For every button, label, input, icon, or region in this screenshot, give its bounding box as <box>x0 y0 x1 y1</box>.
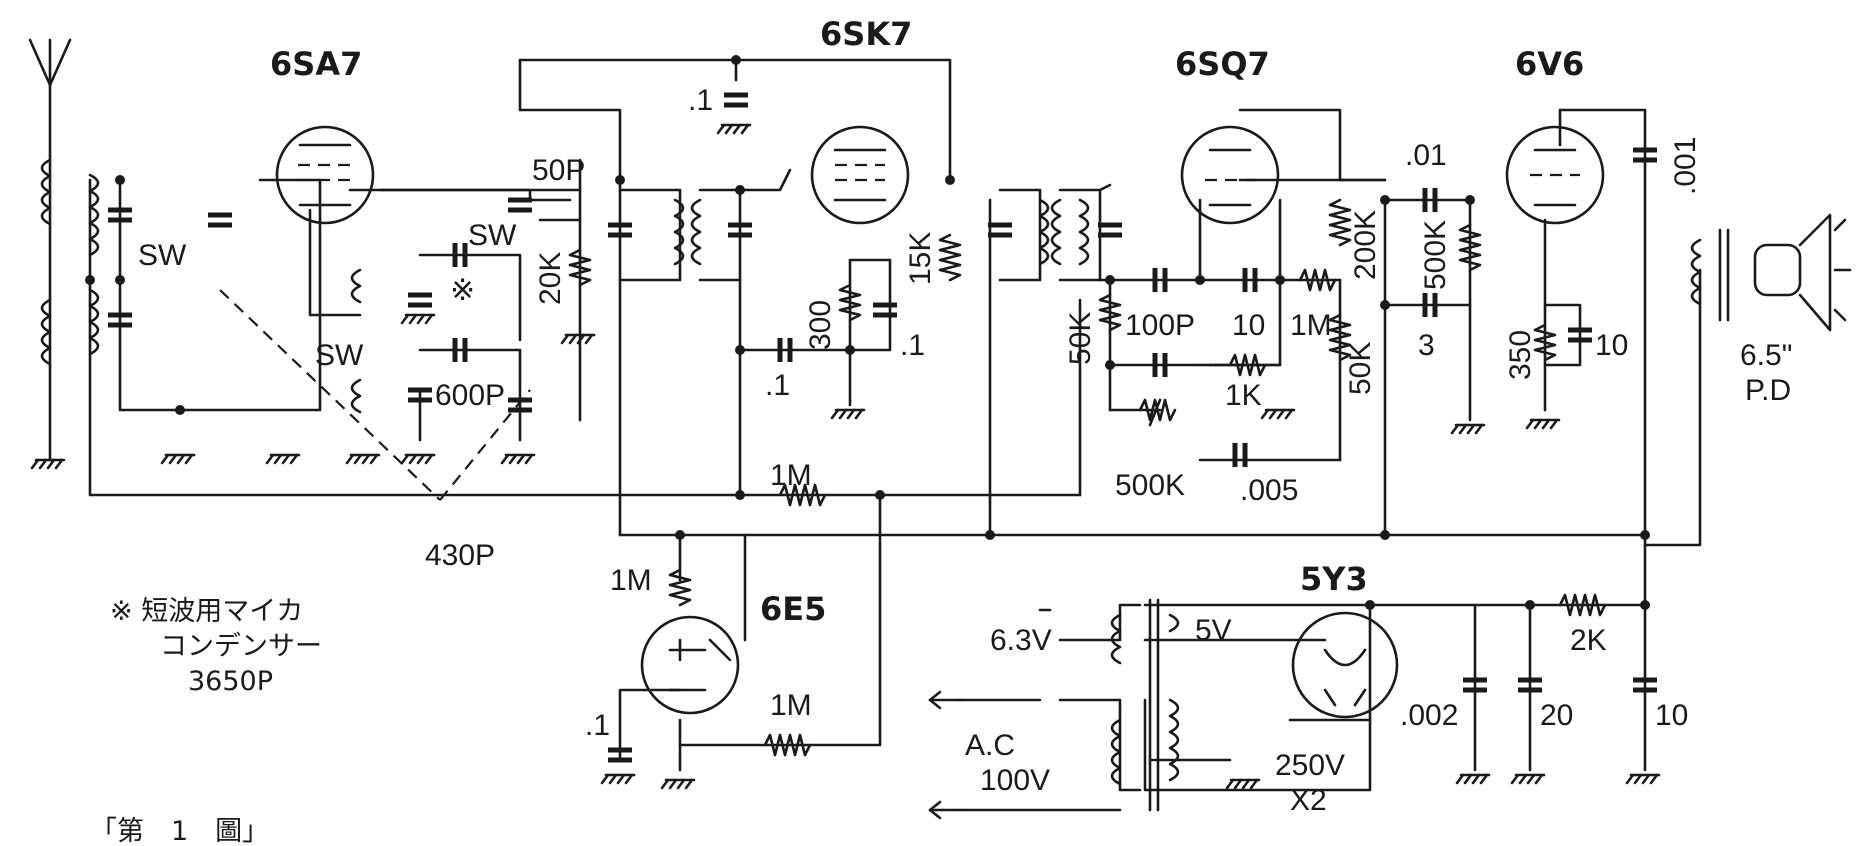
tube-6v6 <box>1505 125 1605 225</box>
label-1m-avc: 1M <box>770 459 812 492</box>
label-430p: 430P <box>425 539 495 572</box>
label-speaker-size: 6.5" <box>1740 339 1792 372</box>
gang-tuning-link-2 <box>439 389 531 501</box>
label-c-10-filt: 10 <box>1655 699 1688 732</box>
tube-6sa7 <box>275 125 375 225</box>
wiring <box>88 58 1702 812</box>
label-c-01-top: .1 <box>688 84 713 117</box>
note-line2: コンデンサー <box>160 631 322 662</box>
label-15k: 15K <box>904 232 937 285</box>
label-1m-eye: 1M <box>610 564 652 597</box>
capacitors <box>108 95 1657 760</box>
label-c-01-cath: .1 <box>900 329 925 362</box>
label-005: .005 <box>1240 474 1298 507</box>
label-2k: 2K <box>1570 624 1607 657</box>
label-sw2: SW <box>468 219 517 252</box>
label-100p: 100P <box>1125 309 1195 342</box>
label-10-det: 10 <box>1232 309 1265 342</box>
label-6v6: 6V6 <box>1515 45 1584 83</box>
label-250v: 250V <box>1275 749 1345 782</box>
gang-tuning-link <box>219 289 441 501</box>
label-6sk7: 6SK7 <box>820 15 912 53</box>
label-1k: 1K <box>1225 379 1262 412</box>
label-50p: 50P <box>532 154 585 187</box>
figure-caption: 「第 1 圖」 <box>90 816 269 846</box>
label-speaker-type: P.D <box>1745 374 1791 407</box>
speaker <box>1753 213 1852 332</box>
label-sw3: SW <box>315 339 364 372</box>
label-6sa7: 6SA7 <box>270 45 362 83</box>
labels: 6SA7 6SK7 6SQ7 6V6 6E5 5Y3 .1 50P SW SW … <box>90 15 1792 846</box>
label-1m-det: 1M <box>1290 309 1332 342</box>
tube-6e5 <box>640 615 740 715</box>
label-6sq7: 6SQ7 <box>1175 45 1270 83</box>
label-200k: 200K <box>1349 210 1382 280</box>
antenna <box>28 38 72 470</box>
label-6e5: 6E5 <box>760 590 826 628</box>
label-x2: X2 <box>1290 784 1327 817</box>
label-ac-100v: 100V <box>980 764 1050 797</box>
label-50k-b: 50K <box>1344 342 1377 395</box>
label-c-001: .001 <box>1669 137 1702 195</box>
label-500k-grid: 500K <box>1419 220 1452 290</box>
tube-6sq7 <box>1180 125 1280 225</box>
note-line1: ※ 短波用マイカ <box>110 596 303 627</box>
label-20k: 20K <box>534 252 567 305</box>
label-c-01-grid: .1 <box>765 369 790 402</box>
label-c-20: 20 <box>1540 699 1573 732</box>
label-5v: 5V <box>1195 614 1232 647</box>
note-line3: 3650P <box>188 666 273 697</box>
label-c-10-cath: 10 <box>1595 329 1628 362</box>
label-vr-500k: 500K <box>1115 469 1185 502</box>
label-50k-a: 50K <box>1064 312 1097 365</box>
label-sw1: SW <box>138 239 187 272</box>
coils <box>88 173 1730 414</box>
label-ac: A.C <box>965 729 1015 762</box>
label-c-01-out: .01 <box>1405 139 1447 172</box>
label-600p: 600P <box>435 379 505 412</box>
resistors <box>568 198 1607 757</box>
power-transformer <box>928 598 1180 820</box>
label-300: 300 <box>804 300 837 350</box>
tube-6sk7 <box>810 125 910 225</box>
label-1m-eye2: 1M <box>770 689 812 722</box>
label-c-002: .002 <box>1400 699 1458 732</box>
label-5y3: 5Y3 <box>1300 560 1368 598</box>
label-6-3v: 6.3V <box>990 624 1052 657</box>
label-c-01-eye: .1 <box>585 709 610 742</box>
label-350: 350 <box>1504 330 1537 380</box>
label-c-3: 3 <box>1418 329 1435 362</box>
tube-5y3 <box>1291 611 1399 719</box>
label-asterisk: ※ <box>450 274 475 307</box>
junctions <box>85 55 1650 610</box>
